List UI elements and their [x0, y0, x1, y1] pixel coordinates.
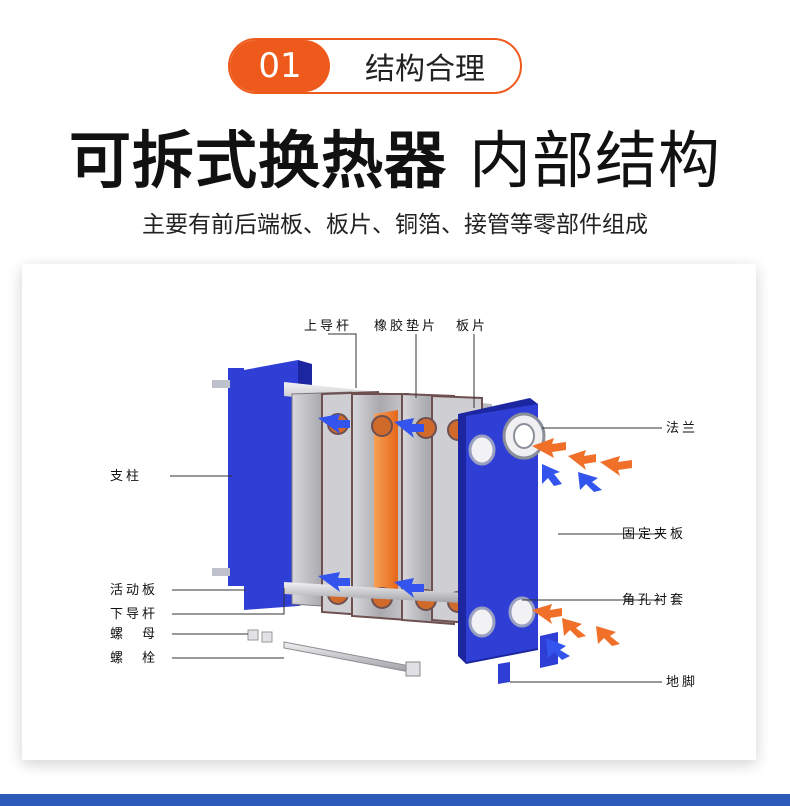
- label-lower-guide-rod: 下导杆: [110, 607, 158, 622]
- section-badge: 01 结构合理: [228, 38, 522, 94]
- label-bolt: 螺 栓: [110, 651, 158, 666]
- headline-bold: 可拆式换热器: [68, 124, 447, 197]
- section-label: 结构合理: [365, 52, 485, 87]
- bolt-shape: [283, 641, 421, 677]
- nut-shape: [247, 629, 273, 643]
- lower-guide-rod-shape: [284, 582, 482, 604]
- headline-light: 内部结构: [469, 124, 722, 197]
- plate-pack: [291, 390, 483, 626]
- port-openings: [468, 434, 536, 638]
- label-foot: 地脚: [666, 674, 698, 690]
- label-support-column: 支柱: [110, 469, 142, 484]
- page-headline: 可拆式换热器 内部结构: [0, 110, 790, 200]
- label-fixed-clamp-plate: 固定夹板: [622, 527, 686, 542]
- heat-exchanger-diagram: 上导杆 橡胶垫片 板片 法兰 支柱 固定夹板 活动板 下导杆 角孔衬套 螺 母 …: [110, 318, 698, 690]
- label-rubber-gasket: 橡胶垫片: [374, 318, 438, 334]
- label-movable-plate: 活动板: [110, 583, 158, 598]
- label-nut: 螺 母: [110, 627, 158, 642]
- flow-arrows: [318, 414, 632, 660]
- flange-shape: [502, 412, 546, 460]
- bottom-accent-bar: [0, 794, 790, 806]
- label-upper-guide-rod: 上导杆: [304, 319, 352, 334]
- label-flange: 法兰: [666, 421, 698, 436]
- label-plate: 板片: [456, 319, 488, 334]
- leader-lines: [170, 333, 662, 683]
- page-subtitle: 主要有前后端板、板片、铜箔、接管等零部件组成: [142, 212, 648, 238]
- label-corner-bushing: 角孔衬套: [622, 592, 686, 608]
- diagram-card: 上导杆 橡胶垫片 板片 法兰 支柱 固定夹板 活动板 下导杆 角孔衬套 螺 母 …: [22, 264, 756, 760]
- section-number: 01: [230, 40, 330, 92]
